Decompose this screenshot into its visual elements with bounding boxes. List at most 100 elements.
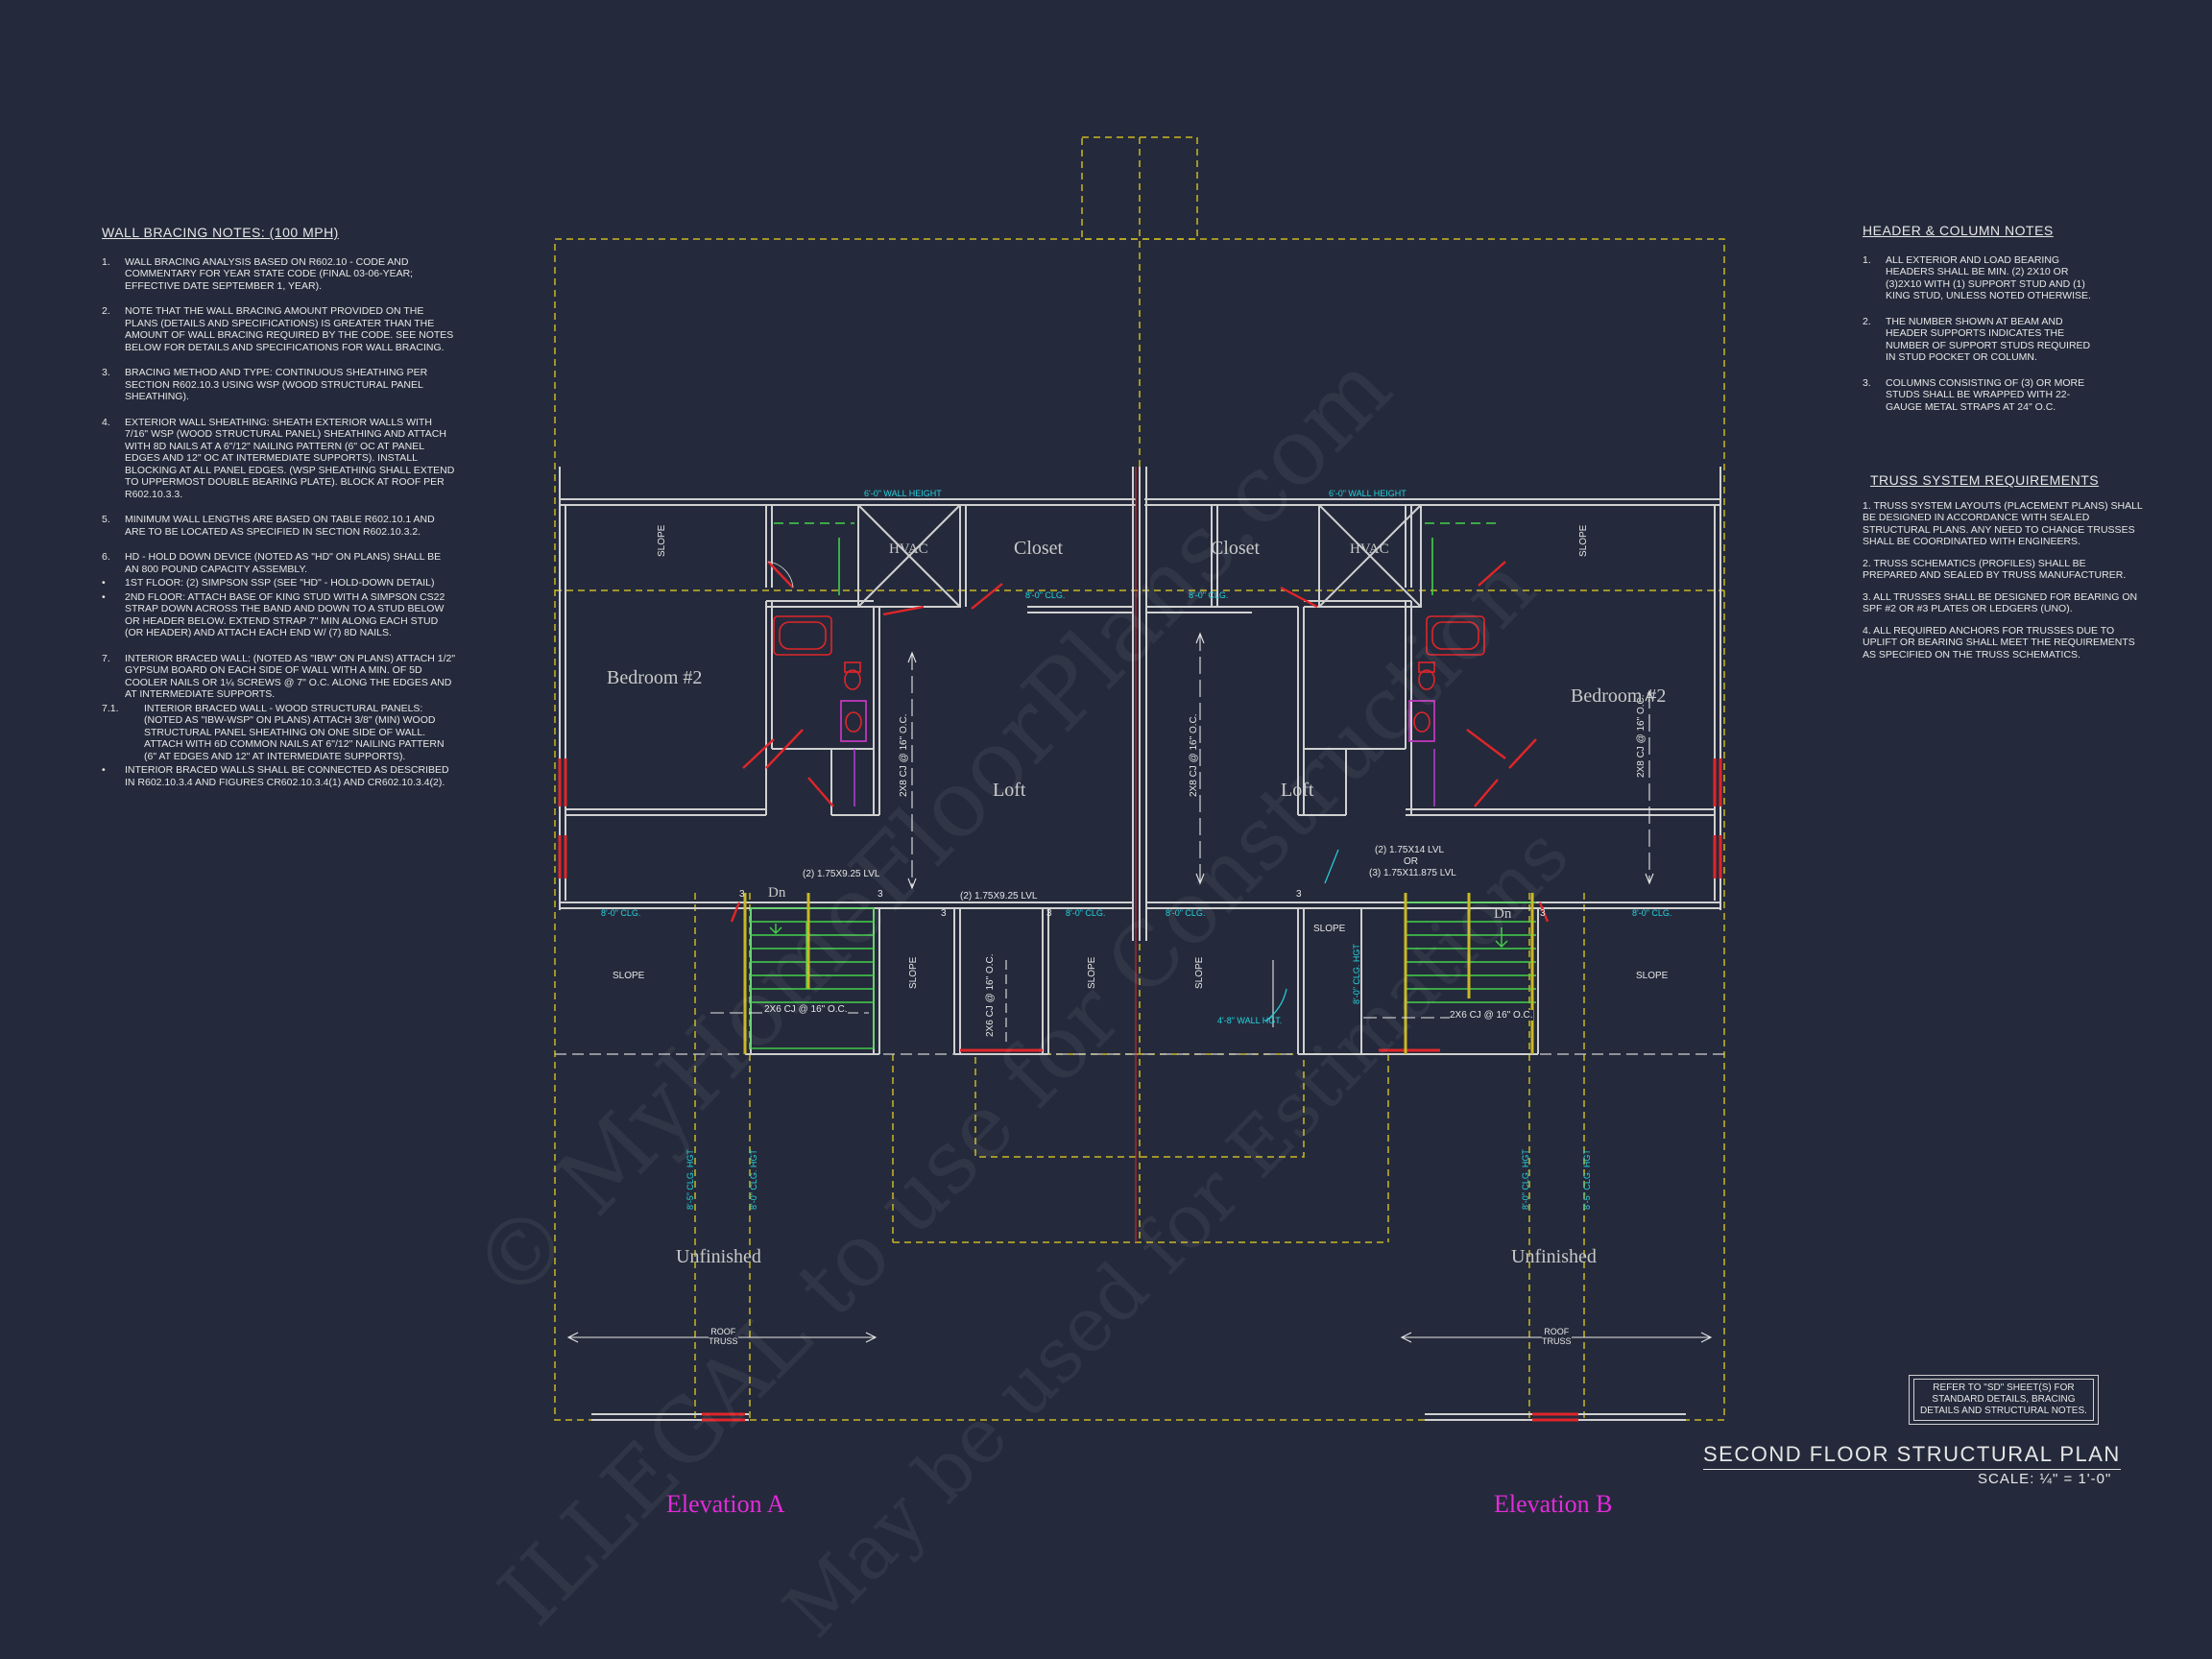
beam-label-c-line1: (2) 1.75x14 LVL: [1375, 845, 1445, 855]
ceiling-label: 8'-0" CLG.: [1066, 908, 1106, 918]
wall-bracing-note: 2. NOTE THAT THE WALL BRACING AMOUNT PROV…: [102, 305, 457, 353]
room-hvac-b: HVAC: [1350, 541, 1389, 557]
truss-note: 3. ALL TRUSSES SHALL BE DESIGNED FOR BEA…: [1863, 590, 2138, 615]
note-text: COLUMNS CONSISTING OF (3) OR MORE STUDS …: [1886, 376, 2085, 413]
note-number: 7.: [102, 652, 110, 664]
ceiling-label: 8'-0" CLG.: [1189, 590, 1229, 600]
room-closet-b: Closet: [1211, 538, 1261, 559]
note-number: 7.1.: [102, 702, 119, 714]
truss-note: 2. TRUSS SCHEMATICS (PROFILES) SHALL BE …: [1863, 557, 2127, 582]
ceiling-label: 8'-0" CLG.: [1025, 590, 1066, 600]
truss-requirements-title: TRUSS SYSTEM REQUIREMENTS: [1870, 472, 2100, 488]
wall-bracing-note: 7. INTERIOR BRACED WALL: (NOTED AS "IBW" …: [102, 653, 457, 701]
sheet-scale: SCALE: ¼" = 1'-0": [1978, 1471, 2112, 1487]
wall-bracing-notes: WALL BRACING NOTES: (100 MPH) 1. WALL BRA…: [102, 225, 457, 802]
wall-bracing-note: 7.1.INTERIOR BRACED WALL - WOOD STRUCTUR…: [102, 703, 457, 763]
reference-note-line: STANDARD DETAILS, BRACING: [1932, 1394, 2076, 1405]
slope-label: SLOPE: [908, 956, 919, 989]
room-hvac-a: HVAC: [889, 541, 928, 557]
cyan-leaders: [1264, 849, 1339, 1022]
slope-label: SLOPE: [613, 971, 645, 981]
note-number: 3.: [1863, 376, 1871, 389]
wall-bracing-note: 4. EXTERIOR WALL SHEATHING: SHEATH EXTERI…: [102, 417, 457, 501]
note-text: MINIMUM WALL LENGTHS ARE BASED ON TABLE …: [125, 514, 435, 538]
header-column-notes-title: HEADER & COLUMN NOTES: [1863, 223, 2054, 238]
joist-label-2x8: 2x8 CJ @ 16" O.C.: [1189, 713, 1199, 797]
note-number: 5.: [102, 514, 110, 525]
stud-count-label: 3: [739, 889, 745, 900]
note-text: INTERIOR BRACED WALL: (NOTED AS "IBW" ON…: [125, 652, 456, 701]
reference-note-box: REFER TO "SD" SHEET(S) FOR STANDARD DETA…: [1909, 1375, 2099, 1425]
room-bedroom-a: Bedroom #2: [607, 667, 703, 688]
note-text: 1ST FLOOR: (2) SIMPSON SSP (SEE "HD" - H…: [125, 577, 435, 589]
closet-rods: [840, 700, 1435, 806]
header-note: 2.THE NUMBER SHOWN AT BEAM AND HEADER SU…: [1863, 316, 2103, 364]
truss-note: 4. ALL REQUIRED ANCHORS FOR TRUSSES DUE …: [1863, 624, 2135, 661]
stud-count-label: 3: [1046, 908, 1052, 919]
reference-note-line: REFER TO "SD" SHEET(S) FOR: [1933, 1382, 2075, 1393]
header-note: 3. COLUMNS CONSISTING OF (3) OR MORE STUD…: [1863, 377, 2103, 414]
stud-count-label: 3: [1296, 889, 1302, 900]
stair-down-a: Dn: [768, 885, 786, 901]
slope-label: SLOPE: [1578, 524, 1589, 557]
doors: [730, 561, 1550, 923]
note-text: BRACING METHOD AND TYPE: CONTINUOUS SHEA…: [125, 367, 428, 402]
joist-label-2x6: 2x6 CJ @ 16" O.C.: [985, 953, 996, 1037]
roof-truss-label-line: TRUSS: [1542, 1336, 1572, 1346]
wall-bracing-note: •INTERIOR BRACED WALLS SHALL BE CONNECTE…: [102, 764, 457, 788]
room-bedroom-b: Bedroom #2: [1571, 685, 1667, 707]
note-text: WALL BRACING ANALYSIS BASED ON R602.10 -…: [125, 255, 414, 292]
note-text: HD - HOLD DOWN DEVICE (NOTED AS "HD" ON …: [125, 551, 442, 575]
note-text: 2ND FLOOR: ATTACH BASE OF KING STUD WITH…: [125, 590, 445, 639]
note-number: 3.: [102, 367, 110, 378]
ceiling-label: 8'-0" CLG.: [1632, 908, 1672, 918]
note-number: 2.: [102, 305, 110, 317]
roof-outline-dashed: [554, 136, 1725, 1421]
room-loft-a: Loft: [993, 780, 1026, 801]
wall-bracing-note: 5. MINIMUM WALL LENGTHS ARE BASED ON TABL…: [102, 514, 457, 538]
note-number: 1.: [102, 255, 110, 268]
closet-shelves: [774, 522, 1498, 595]
stud-count-label: 3: [878, 889, 883, 900]
windows-red: [558, 467, 1722, 1422]
note-text: EXTERIOR WALL SHEATHING: SHEATH EXTERIOR…: [125, 416, 455, 500]
ceiling-height-label: 8'-0" CLG. HGT: [1521, 1149, 1530, 1210]
ceiling-label: 8'-0" CLG.: [601, 908, 641, 918]
beam-label-a: (2) 1.75x9.25 LVL: [803, 869, 880, 879]
roof-truss-label-b: ROOF TRUSS: [1542, 1327, 1572, 1346]
reference-note-line: DETAILS AND STRUCTURAL NOTES.: [1920, 1406, 2087, 1416]
room-loft-b: Loft: [1281, 780, 1314, 801]
room-closet-a: Closet: [1014, 538, 1064, 559]
truss-requirements: TRUSS SYSTEM REQUIREMENTS 1. TRUSS SYSTE…: [1863, 472, 2143, 670]
wall-bracing-notes-title: WALL BRACING NOTES: (100 MPH): [102, 225, 339, 240]
roof-truss-label-line: TRUSS: [709, 1336, 738, 1346]
header-note: 1.ALL EXTERIOR AND LOAD BEARING HEADERS …: [1863, 254, 2103, 302]
wall-height-4-label: 4'-8" WALL HGT.: [1217, 1016, 1283, 1025]
wall-bracing-note: 3. BRACING METHOD AND TYPE: CONTINUOUS SH…: [102, 367, 457, 403]
note-text: INTERIOR BRACED WALLS SHALL BE CONNECTED…: [125, 764, 449, 788]
beam-label-c-line2: OR: [1404, 856, 1418, 867]
wall-bracing-note: 1. WALL BRACING ANALYSIS BASED ON R602.10…: [102, 256, 457, 293]
posts: [743, 893, 1534, 1054]
ceiling-height-label: 8'-5" CLG. HGT: [1582, 1149, 1592, 1210]
beam-label-c-line3: (3) 1.75x11.875 LVL: [1369, 868, 1456, 878]
stud-count-label: 3: [1540, 908, 1546, 919]
header-column-notes: HEADER & COLUMN NOTES 1.ALL EXTERIOR AND…: [1863, 223, 2103, 426]
note-number: •: [102, 577, 106, 589]
roof-truss-label-line: ROOF: [710, 1327, 736, 1336]
note-number: 4.: [102, 416, 110, 428]
wall-bracing-note: 6. HD - HOLD DOWN DEVICE (NOTED AS "HD" O…: [102, 551, 457, 575]
note-text: NOTE THAT THE WALL BRACING AMOUNT PROVID…: [125, 305, 454, 353]
roof-truss-label-line: ROOF: [1544, 1327, 1570, 1336]
sheet-title: SECOND FLOOR STRUCTURAL PLAN: [1703, 1442, 2121, 1470]
note-number: 6.: [102, 551, 110, 563]
joist-label-2x6: 2x6 CJ @ 16" O.C.: [1450, 1010, 1533, 1021]
note-text: THE NUMBER SHOWN AT BEAM AND HEADER SUPP…: [1886, 315, 2091, 364]
wall-height-label-a: 6'-0" WALL HEIGHT: [864, 489, 942, 498]
ceiling-height-label: 8'-0" CLG. HGT: [749, 1149, 758, 1210]
slope-label: SLOPE: [1636, 971, 1669, 981]
elevation-b-label: Elevation B: [1494, 1490, 1613, 1518]
room-unfinished-b: Unfinished: [1511, 1246, 1597, 1267]
note-text: ALL EXTERIOR AND LOAD BEARING HEADERS SH…: [1886, 253, 2091, 302]
